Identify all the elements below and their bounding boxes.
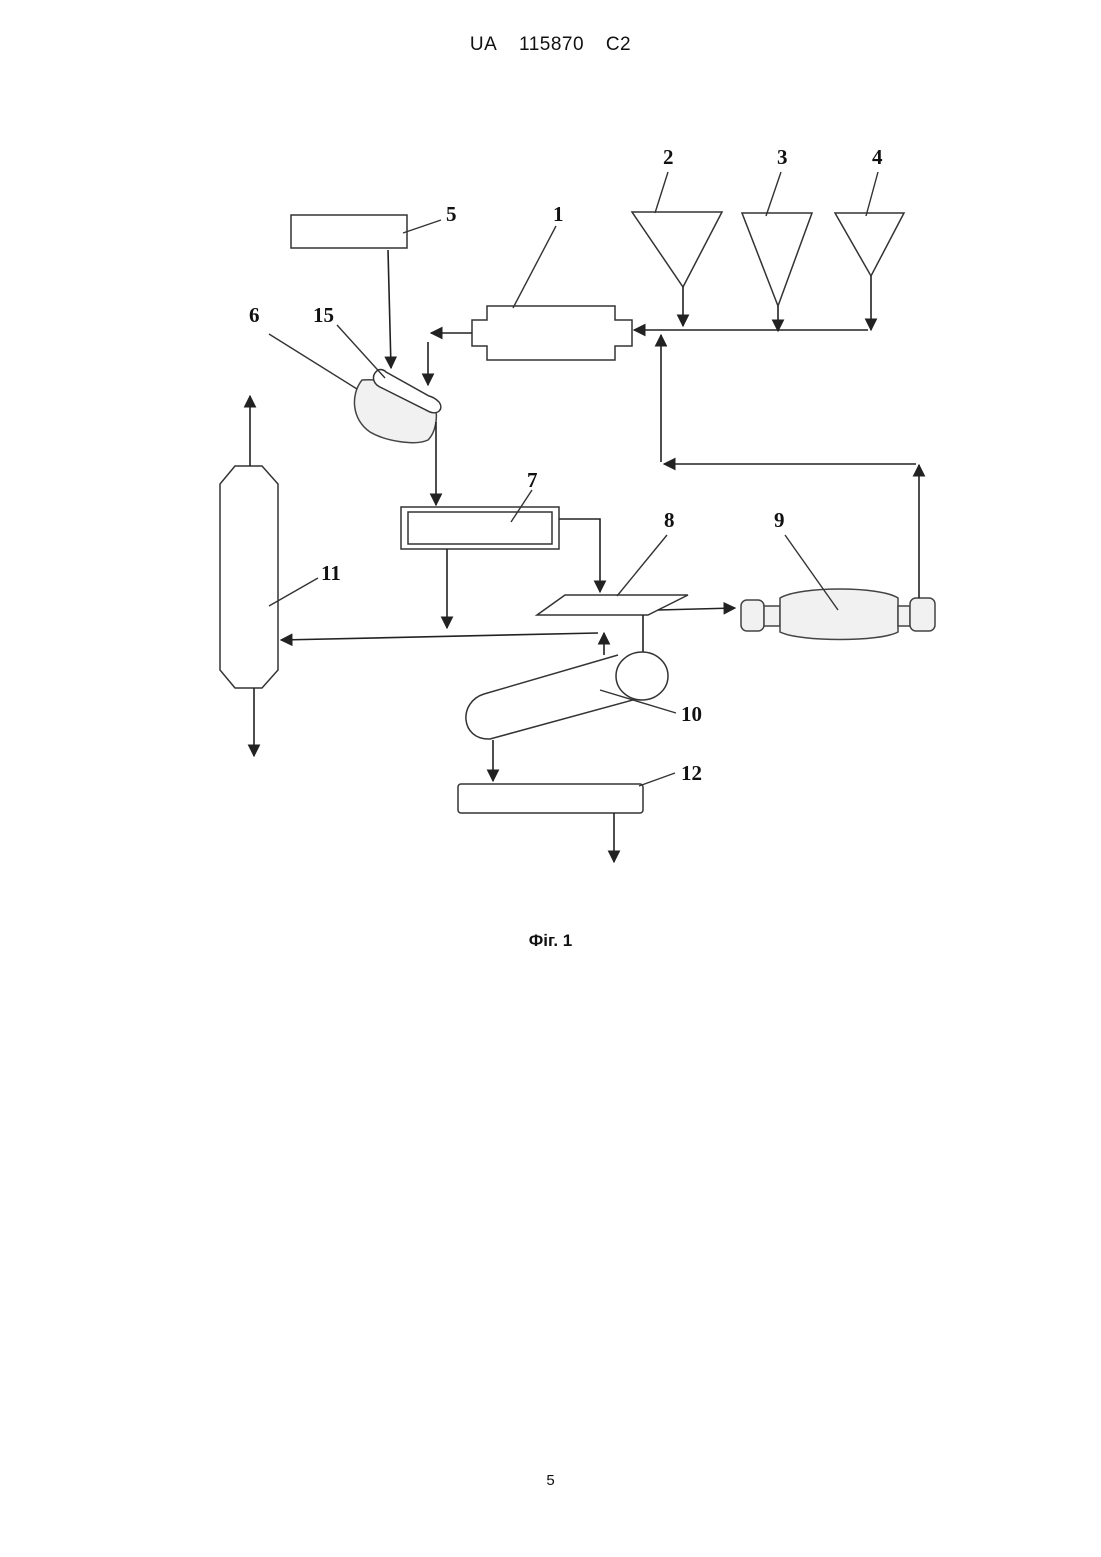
hopper-4 — [835, 213, 904, 276]
leader-4 — [866, 172, 878, 216]
leader-2 — [655, 172, 668, 213]
label-1: 1 — [553, 202, 564, 226]
unit-7-output — [559, 519, 600, 592]
unit-5 — [291, 215, 407, 248]
unit-9-left-neck — [764, 606, 780, 626]
label-5: 5 — [446, 202, 457, 226]
label-8: 8 — [664, 508, 675, 532]
page-number: 5 — [0, 1472, 1101, 1489]
unit-1 — [472, 306, 632, 360]
label-7: 7 — [527, 468, 538, 492]
unit-10-end — [616, 652, 668, 700]
label-10: 10 — [681, 702, 702, 726]
label-12: 12 — [681, 761, 702, 785]
leader-5 — [403, 220, 441, 233]
label-15: 15 — [313, 303, 334, 327]
label-4: 4 — [872, 145, 883, 169]
unit-5-output — [388, 250, 391, 368]
label-2: 2 — [663, 145, 674, 169]
leader-6 — [269, 334, 357, 389]
figure-caption: Фіг. 1 — [0, 931, 1101, 951]
unit-11 — [220, 466, 278, 688]
hopper-3 — [742, 213, 812, 306]
label-11: 11 — [321, 561, 341, 585]
leader-8 — [617, 535, 667, 596]
unit-8-to-9 — [658, 608, 735, 610]
leader-15 — [337, 325, 385, 378]
unit-9-right-neck — [898, 606, 910, 626]
leader-1 — [513, 226, 556, 308]
hopper-2 — [632, 212, 722, 287]
label-3: 3 — [777, 145, 788, 169]
unit-8 — [537, 595, 688, 615]
unit-9-left-end — [741, 600, 764, 631]
leader-12 — [639, 773, 675, 786]
label-6: 6 — [249, 303, 260, 327]
unit-9-right-end — [910, 598, 935, 631]
label-9: 9 — [774, 508, 785, 532]
unit-9-drum — [780, 589, 898, 640]
unit-10-body — [466, 655, 640, 739]
unit-12 — [458, 784, 643, 813]
collector-line — [281, 633, 598, 640]
leader-3 — [766, 172, 781, 216]
unit-7-inner — [408, 512, 552, 544]
